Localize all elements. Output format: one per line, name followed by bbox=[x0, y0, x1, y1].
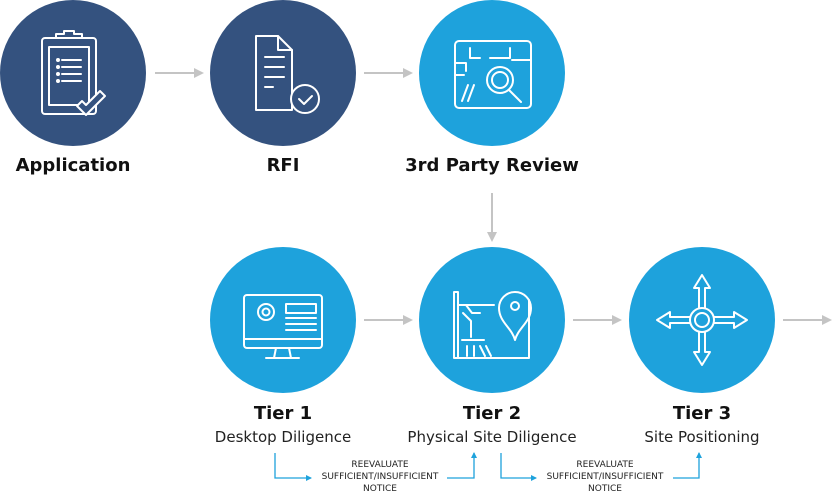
note-line: REEVALUATE bbox=[351, 460, 409, 470]
step-label-application: Application bbox=[15, 155, 131, 176]
feedback-arrow-2-out bbox=[500, 453, 537, 481]
note-line: NOTICE bbox=[588, 484, 622, 494]
four-way-arrows-icon bbox=[656, 274, 748, 366]
step-label-rfi: RFI bbox=[266, 155, 300, 176]
note-line: SUFFICIENT/INSUFFICIENT bbox=[321, 472, 439, 482]
monitor-gear-icon bbox=[243, 294, 323, 359]
tier2-circle bbox=[419, 247, 565, 393]
tier1-circle bbox=[210, 247, 356, 393]
tier2-title: Tier 2 bbox=[462, 403, 522, 424]
note-line: REEVALUATE bbox=[576, 460, 634, 470]
map-pin-icon bbox=[453, 291, 532, 359]
tier1-subtitle: Desktop Diligence bbox=[214, 428, 352, 446]
feedback-arrow-1-out bbox=[274, 453, 312, 481]
clipboard-check-icon bbox=[41, 30, 106, 116]
rfi-circle bbox=[210, 0, 356, 146]
document-check-icon bbox=[255, 35, 320, 114]
review-circle bbox=[419, 0, 565, 146]
tier3-circle bbox=[629, 247, 775, 393]
tier3-title: Tier 3 bbox=[672, 403, 732, 424]
feedback-arrow-1-back bbox=[447, 452, 477, 479]
tier1-title: Tier 1 bbox=[253, 403, 313, 424]
note-line: SUFFICIENT/INSUFFICIENT bbox=[546, 472, 664, 482]
reevaluate-note-1: REEVALUATE SUFFICIENT/INSUFFICIENT NOTIC… bbox=[322, 459, 439, 494]
feedback-arrow-2-back bbox=[673, 452, 702, 479]
reevaluate-note-2: REEVALUATE SUFFICIENT/INSUFFICIENT NOTIC… bbox=[547, 459, 664, 494]
tier2-subtitle: Physical Site Diligence bbox=[407, 428, 577, 446]
note-line: NOTICE bbox=[363, 484, 397, 494]
map-search-icon bbox=[454, 40, 532, 109]
step-label-3rd-party-review: 3rd Party Review bbox=[405, 155, 579, 176]
tier3-subtitle: Site Positioning bbox=[644, 428, 760, 446]
